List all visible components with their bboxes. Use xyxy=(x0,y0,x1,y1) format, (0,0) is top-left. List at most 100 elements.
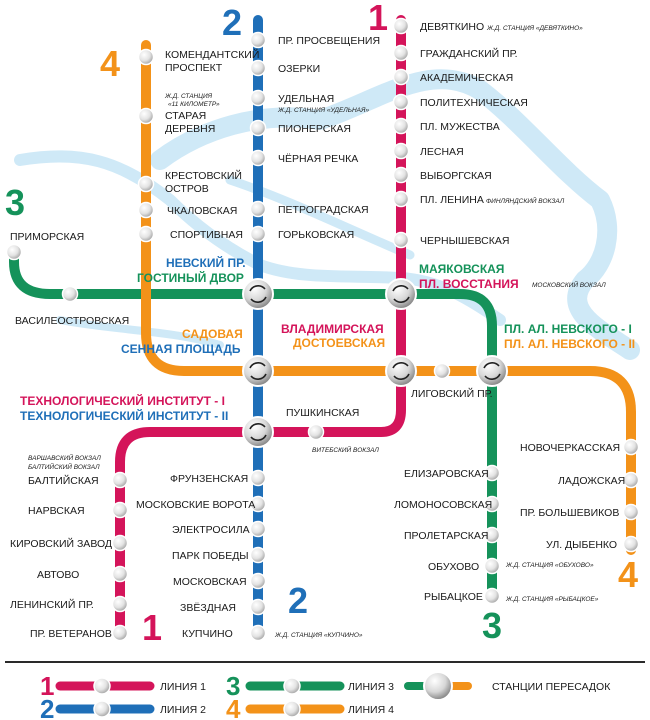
station-dot xyxy=(249,469,267,487)
transfer-hub-dostoevskaya xyxy=(385,355,417,387)
line-1-number-bottom: 1 xyxy=(142,607,162,648)
station-dot xyxy=(111,624,129,642)
station-bolshevikov: ПР. БОЛЬШЕВИКОВ xyxy=(520,507,619,519)
station-dot xyxy=(137,107,155,125)
station-kupchino: КУПЧИНО xyxy=(182,628,233,640)
station-vasileostrovskaya: ВАСИЛЕОСТРОВСКАЯ xyxy=(15,315,129,327)
station-dot xyxy=(433,362,451,380)
station-obukhovo: ОБУХОВО xyxy=(428,561,479,573)
station-lesnaya: ЛЕСНАЯ xyxy=(420,146,464,158)
station-dot xyxy=(392,117,410,135)
station-dot xyxy=(249,59,267,77)
legend-l4-number: 4 xyxy=(226,694,241,720)
station-dot xyxy=(392,93,410,111)
legend: 1 ЛИНИЯ 1 2 ЛИНИЯ 2 3 ЛИНИЯ 3 4 ЛИНИЯ 4 … xyxy=(40,671,611,720)
station-proletarskaya: ПРОЛЕТАРСКАЯ xyxy=(404,530,489,542)
station-grazhdansky: ГРАЖДАНСКИЙ ПР. xyxy=(420,47,518,60)
station-ladozhskaya: ЛАДОЖСКАЯ xyxy=(558,475,625,487)
station-dot xyxy=(307,423,325,441)
station-zvezdnaya: ЗВЁЗДНАЯ xyxy=(180,602,236,614)
legend-transfer-dot xyxy=(423,671,453,701)
station-dot xyxy=(392,68,410,86)
line-1-number-top: 1 xyxy=(368,0,388,38)
transfer-hub-vosstaniya xyxy=(385,278,417,310)
station-dot xyxy=(137,225,155,243)
transfer-tech-1: ТЕХНОЛОГИЧЕСКИЙ ИНСТИТУТ - I xyxy=(20,393,225,408)
station-kirovsky: КИРОВСКИЙ ЗАВОД xyxy=(10,537,112,550)
station-staraya-derevnya-2: ДЕРЕВНЯ xyxy=(165,123,215,135)
station-baltiyskaya: БАЛТИЙСКАЯ xyxy=(28,474,99,487)
station-dot xyxy=(137,175,155,193)
legend-l1-dot xyxy=(93,677,111,695)
station-dot xyxy=(249,624,267,642)
station-lenina: ПЛ. ЛЕНИНА xyxy=(420,194,484,206)
station-ligovsky: ЛИГОВСКИЙ ПР. xyxy=(411,387,493,400)
station-sportivnaya: СПОРТИВНАЯ xyxy=(170,229,243,241)
station-dot xyxy=(392,190,410,208)
legend-l4-dot xyxy=(283,700,301,718)
note-devyatkino-rail: Ж.Д. СТАНЦИЯ «ДЕВЯТКИНО» xyxy=(486,25,583,32)
transfer-nevsky: НЕВСКИЙ ПР. xyxy=(166,255,246,270)
station-prosvescheniya: ПР. ПРОСВЕЩЕНИЯ xyxy=(278,35,380,47)
transfer-vladimirskaya: ВЛАДИМИРСКАЯ xyxy=(281,322,384,336)
note-warsaw: ВАРШАВСКИЙ ВОКЗАЛ xyxy=(28,453,101,462)
station-elektrosila: ЭЛЕКТРОСИЛА xyxy=(172,524,250,536)
transfer-mayak: МАЯКОВСКАЯ xyxy=(419,262,504,276)
note-kupchino-rail: Ж.Д. СТАНЦИЯ «КУПЧИНО» xyxy=(274,632,363,639)
note-11km-2: «11 КИЛОМЕТР» xyxy=(168,101,220,108)
transfer-labels: НЕВСКИЙ ПР. ГОСТИНЫЙ ДВОР МАЯКОВСКАЯ ПЛ.… xyxy=(20,255,635,423)
station-lomonosovskaya: ЛОМОНОСОВСКАЯ xyxy=(394,499,492,511)
station-dot xyxy=(249,520,267,538)
station-dot xyxy=(392,231,410,249)
legend-l3-label: ЛИНИЯ 3 xyxy=(348,681,394,693)
station-dot xyxy=(249,119,267,137)
station-park-pobedy: ПАРК ПОБЕДЫ xyxy=(172,550,249,562)
station-dot xyxy=(249,31,267,49)
note-vitebsky: ВИТЕБСКИЙ ВОКЗАЛ xyxy=(312,445,379,454)
station-vyborgskaya: ВЫБОРГСКАЯ xyxy=(420,170,492,182)
station-dot xyxy=(5,243,23,261)
station-dot xyxy=(622,535,640,553)
legend-l1-label: ЛИНИЯ 1 xyxy=(160,681,206,693)
station-devyatkino: ДЕВЯТКИНО xyxy=(420,21,484,33)
station-dot xyxy=(61,285,79,303)
station-dot xyxy=(111,595,129,613)
station-dot xyxy=(111,565,129,583)
station-pushkinskaya: ПУШКИНСКАЯ xyxy=(286,407,359,419)
note-finland-station: ФИНЛЯНДСКИЙ ВОКЗАЛ xyxy=(486,196,565,205)
transfer-stations xyxy=(242,278,508,448)
station-primorskaya: ПРИМОРСКАЯ xyxy=(10,231,84,243)
line-4-labels: КОМЕНДАНТСКИЙ ПРОСПЕКТ Ж.Д. СТАНЦИЯ «11 … xyxy=(164,48,625,551)
station-dot xyxy=(137,201,155,219)
station-dot xyxy=(392,44,410,62)
station-chernyshevskaya: ЧЕРНЫШЕВСКАЯ xyxy=(420,235,509,247)
station-gorkovskaya: ГОРЬКОВСКАЯ xyxy=(278,229,354,241)
legend-l4-label: ЛИНИЯ 4 xyxy=(348,704,394,716)
station-dot xyxy=(622,438,640,456)
station-krestovsky-1: КРЕСТОВСКИЙ xyxy=(165,169,242,182)
station-dot xyxy=(111,471,129,489)
station-akademicheskaya: АКАДЕМИЧЕСКАЯ xyxy=(420,72,513,84)
line-3-number-top: 3 xyxy=(5,182,25,223)
legend-l2-dot xyxy=(93,700,111,718)
note-udelnaya-rail: Ж.Д. СТАНЦИЯ «УДЕЛЬНАЯ» xyxy=(277,107,369,114)
legend-transfer-label: СТАНЦИИ ПЕРЕСАДОК xyxy=(492,681,611,693)
station-dot xyxy=(249,149,267,167)
station-muzhestva: ПЛ. МУЖЕСТВА xyxy=(420,121,500,133)
note-rybatskoe-rail: Ж.Д. СТАНЦИЯ «РЫБАЦКОЕ» xyxy=(505,596,599,603)
station-ozerki: ОЗЕРКИ xyxy=(278,63,320,75)
note-11km-1: Ж.Д. СТАНЦИЯ xyxy=(164,93,213,100)
station-dot xyxy=(483,587,501,605)
station-dot xyxy=(392,17,410,35)
line-2-labels: ПР. ПРОСВЕЩЕНИЯ ОЗЕРКИ УДЕЛЬНАЯ Ж.Д. СТА… xyxy=(136,35,380,640)
station-dybenko: УЛ. ДЫБЕНКО xyxy=(546,539,617,551)
transfer-al-nevskogo-1: ПЛ. АЛ. НЕВСКОГО - I xyxy=(504,322,632,336)
station-chernaya-rechka: ЧЁРНАЯ РЕЧКА xyxy=(278,153,358,165)
station-staraya-derevnya-1: СТАРАЯ xyxy=(165,110,206,122)
station-petrogradskaya: ПЕТРОГРАДСКАЯ xyxy=(278,204,369,216)
legend-l2-number: 2 xyxy=(40,694,54,720)
line-4-number-top: 4 xyxy=(100,43,120,84)
station-novocherkasskaya: НОВОЧЕРКАССКАЯ xyxy=(520,442,620,454)
station-dot xyxy=(249,598,267,616)
